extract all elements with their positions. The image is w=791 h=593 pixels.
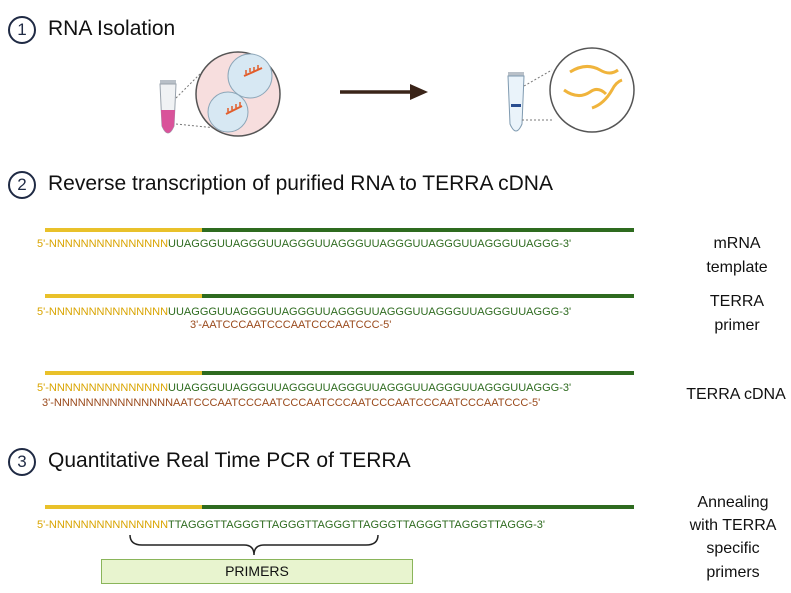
telomeric-repeat: UUAGGGUUAGGGUUAGGGUUAGGGUUAGGGUUAGGGUUAG… bbox=[168, 306, 572, 318]
row-4-label: Annealing with TERRA specific primers bbox=[678, 491, 788, 584]
step-1-number: 1 bbox=[8, 16, 36, 44]
tube-with-cells-icon bbox=[159, 80, 177, 134]
yellow-strand-bar bbox=[45, 505, 202, 509]
rna-strands-magnified-icon bbox=[549, 47, 635, 133]
telomeric-repeat: UUAGGGUUAGGGUUAGGGUUAGGGUUAGGGUUAGGGUUAG… bbox=[168, 238, 572, 250]
telomeric-repeat: TTAGGGTTAGGGTTAGGGTTAGGGTTAGGGTTAGGGTTAG… bbox=[168, 519, 545, 531]
n-region: 5'-NNNNNNNNNNNNNNN bbox=[37, 382, 169, 394]
sequence-row-4: 5'-NNNNNNNNNNNNNNNTTAGGGTTAGGGTTAGGGTTAG… bbox=[37, 519, 545, 531]
primer-brace bbox=[129, 534, 379, 556]
green-strand-bar bbox=[202, 505, 634, 509]
green-strand-bar bbox=[202, 294, 634, 298]
green-strand-bar bbox=[202, 371, 634, 375]
yellow-strand-bar bbox=[45, 228, 202, 232]
row-1-label: mRNA template bbox=[692, 232, 782, 280]
step-3-number: 3 bbox=[8, 448, 36, 476]
green-strand-bar bbox=[202, 228, 634, 232]
label-line: TERRA cDNA bbox=[686, 386, 786, 403]
n-region: 5'-NNNNNNNNNNNNNNN bbox=[37, 306, 169, 318]
n-region: 5'-NNNNNNNNNNNNNNN bbox=[37, 519, 169, 531]
sequence-row-3-top: 5'-NNNNNNNNNNNNNNNUUAGGGUUAGGGUUAGGGUUAG… bbox=[37, 382, 571, 394]
primer-strand: 3'-AATCCCAATCCCAATCCCAATCCC-5' bbox=[190, 319, 392, 331]
label-line: specific bbox=[706, 540, 760, 558]
sequence-row-3-bottom: 3'-NNNNNNNNNNNNNNNAATCCCAATCCCAATCCCAATC… bbox=[42, 397, 540, 409]
n-region: 5'-NNNNNNNNNNNNNNN bbox=[37, 238, 169, 250]
step-1-title: RNA Isolation bbox=[48, 17, 176, 40]
rna-isolation-illustration bbox=[159, 47, 635, 137]
cdna-repeat: AATCCCAATCCCAATCCCAATCCCAATCCCAATCCCAATC… bbox=[173, 397, 541, 409]
yellow-strand-bar bbox=[45, 371, 202, 375]
arrow-right-icon bbox=[340, 84, 428, 100]
step-3-title: Quantitative Real Time PCR of TERRA bbox=[48, 449, 411, 472]
sequence-row-2: 5'-NNNNNNNNNNNNNNNUUAGGGUUAGGGUUAGGGUUAG… bbox=[37, 306, 571, 318]
step-2-title: Reverse transcription of purified RNA to… bbox=[48, 172, 553, 195]
label-line: primers bbox=[706, 563, 760, 581]
label-line: mRNA bbox=[713, 235, 761, 252]
cdna-n-region: 3'-NNNNNNNNNNNNNNN bbox=[42, 397, 174, 409]
label-line: with TERRA bbox=[689, 517, 777, 535]
label-line: primer bbox=[714, 317, 760, 334]
row-3-label: TERRA cDNA bbox=[682, 383, 790, 407]
label-line: template bbox=[706, 259, 768, 276]
yellow-strand-bar bbox=[45, 294, 202, 298]
tube-purified-rna-icon bbox=[507, 72, 525, 132]
label-line: TERRA bbox=[709, 293, 765, 310]
telomeric-repeat: UUAGGGUUAGGGUUAGGGUUAGGGUUAGGGUUAGGGUUAG… bbox=[168, 382, 572, 394]
step-2-number: 2 bbox=[8, 171, 36, 199]
terra-primer-sequence: 3'-AATCCCAATCCCAATCCCAATCCC-5' bbox=[190, 319, 391, 331]
sequence-row-1: 5'-NNNNNNNNNNNNNNNUUAGGGUUAGGGUUAGGGUUAG… bbox=[37, 238, 571, 250]
label-line: Annealing bbox=[697, 494, 769, 511]
primers-label-box: PRIMERS bbox=[101, 559, 413, 584]
row-2-label: TERRA primer bbox=[692, 290, 782, 338]
cells-magnified-icon bbox=[195, 51, 281, 137]
